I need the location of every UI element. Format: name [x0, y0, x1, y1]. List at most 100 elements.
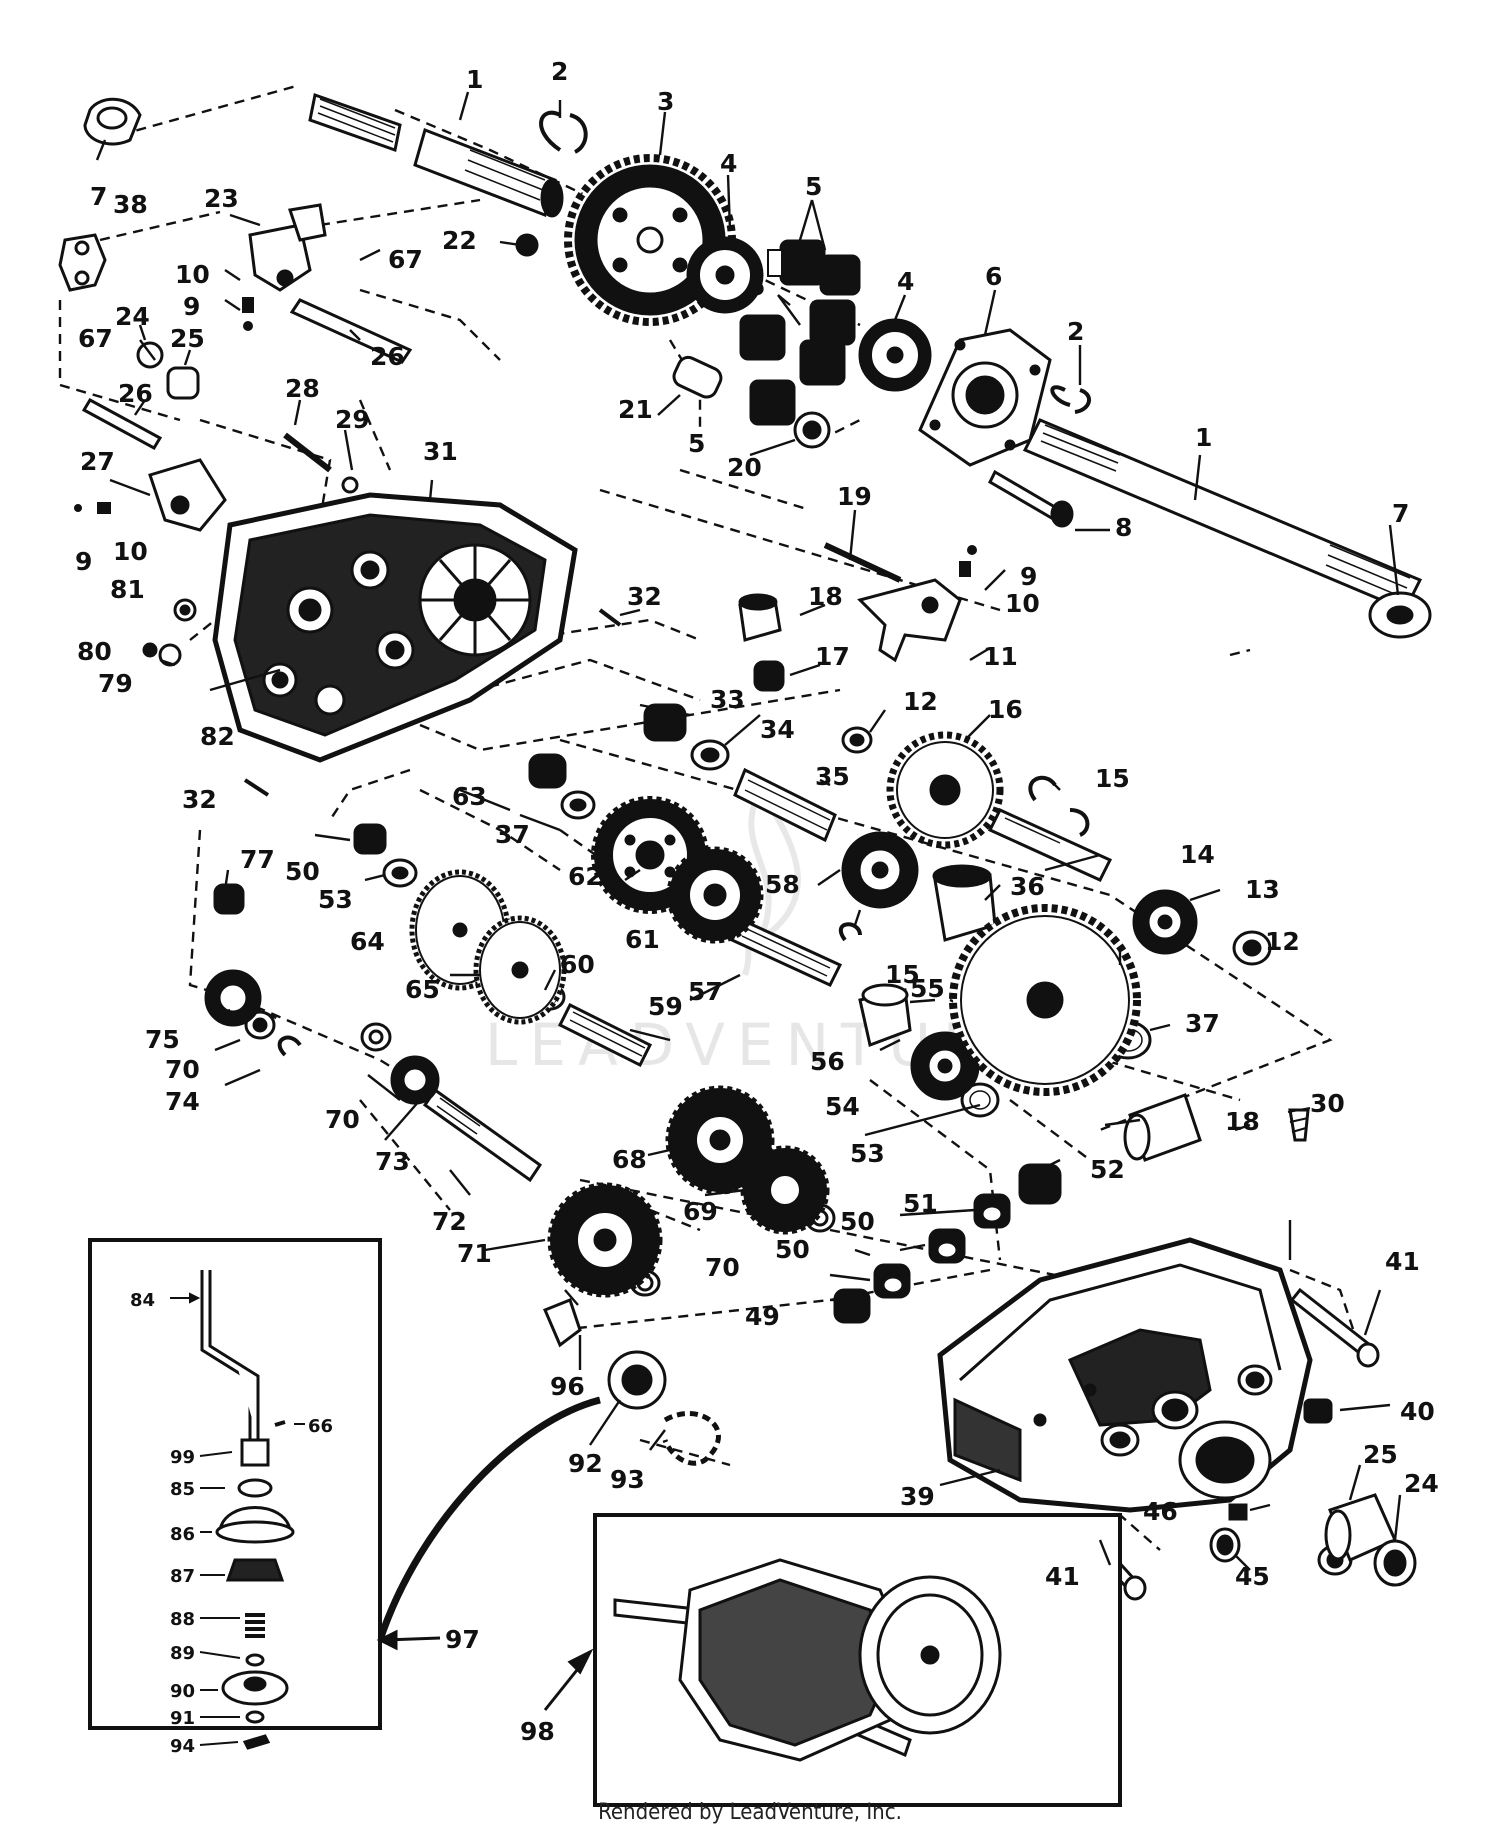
label-59: 59 [648, 992, 683, 1021]
label-4-b: 4 [897, 267, 914, 296]
label-54: 54 [825, 1092, 860, 1121]
retaining-ring-right [1050, 385, 1091, 414]
label-52: 52 [1090, 1155, 1125, 1184]
label-46: 46 [1143, 1497, 1178, 1526]
washer-45-bolt-46 [1209, 1503, 1248, 1563]
bushing-25-seal-24 [1324, 1493, 1417, 1587]
shift-lever-parts [543, 1298, 721, 1466]
label-4-a: 4 [720, 149, 737, 178]
label-13: 13 [1245, 875, 1280, 904]
gear-75-73 [204, 969, 440, 1105]
label-79: 79 [98, 669, 133, 698]
footer-credit: Rendered by LeadVenture, Inc. [598, 1800, 902, 1825]
shift-fork-11 [857, 578, 962, 663]
label-19: 19 [837, 482, 872, 511]
label-10-left: 10 [113, 537, 148, 566]
thrust-washer-left [83, 97, 142, 146]
label-74: 74 [165, 1087, 200, 1116]
gears-68-69-71 [547, 1085, 830, 1298]
label-29: 29 [335, 405, 370, 434]
label-94: 94 [170, 1736, 195, 1757]
label-3: 3 [657, 87, 674, 116]
label-32-top: 32 [627, 582, 662, 611]
label-26-left: 26 [118, 379, 153, 408]
transaxle-case-right-39 [937, 1237, 1313, 1513]
label-80: 80 [77, 637, 112, 666]
bolt-8 [988, 469, 1074, 528]
breather-30 [1287, 1107, 1311, 1142]
label-93: 93 [610, 1465, 645, 1494]
axle-shaft-left [308, 93, 564, 218]
label-53-left: 53 [318, 885, 353, 914]
label-82: 82 [200, 722, 235, 751]
label-25-left: 25 [170, 324, 205, 353]
label-11: 11 [983, 642, 1018, 671]
label-91: 91 [170, 1708, 195, 1729]
label-37-left: 37 [495, 820, 530, 849]
thrust-washer-right [1368, 591, 1432, 639]
label-15-top: 15 [1095, 764, 1130, 793]
label-20: 20 [727, 453, 762, 482]
label-39: 39 [900, 1482, 935, 1511]
pinion-gears-5 [739, 239, 861, 426]
shift-knob-assembly [200, 1270, 295, 1750]
label-9-top: 9 [183, 292, 200, 321]
label-26-top: 26 [370, 342, 405, 371]
label-36: 36 [1010, 872, 1045, 901]
label-45: 45 [1235, 1562, 1270, 1591]
label-37-right: 37 [1185, 1009, 1220, 1038]
label-60: 60 [560, 950, 595, 979]
label-99: 99 [170, 1447, 195, 1468]
label-84: 84 [130, 1290, 155, 1311]
shafts-35-14-57-59-72 [422, 767, 1113, 1183]
label-5-a: 5 [805, 172, 822, 201]
label-51: 51 [903, 1189, 938, 1218]
label-89: 89 [170, 1643, 195, 1664]
label-2-right: 2 [1067, 317, 1084, 346]
label-12-top: 12 [903, 687, 938, 716]
label-2-top: 2 [551, 57, 568, 86]
gear-61 [666, 846, 764, 944]
label-56: 56 [810, 1047, 845, 1076]
label-61: 61 [625, 925, 660, 954]
label-21: 21 [618, 395, 653, 424]
label-63: 63 [452, 782, 487, 811]
label-67-top: 67 [388, 245, 423, 274]
label-5-b: 5 [748, 272, 765, 301]
label-24-right: 24 [1404, 1469, 1439, 1498]
shift-fork-23 [248, 203, 327, 292]
washers-and-bearings [213, 703, 1272, 1297]
label-81: 81 [110, 575, 145, 604]
label-41-top: 41 [1385, 1247, 1420, 1276]
bushing-18-17 [738, 593, 1202, 1162]
label-23: 23 [204, 184, 239, 213]
label-70-mid: 70 [325, 1105, 360, 1134]
label-57: 57 [688, 977, 723, 1006]
label-40: 40 [1400, 1397, 1435, 1426]
label-73: 73 [375, 1147, 410, 1176]
label-15-mid: 15 [885, 960, 920, 989]
label-14: 14 [1180, 840, 1215, 869]
label-50-left: 50 [285, 857, 320, 886]
label-70-low: 70 [705, 1253, 740, 1282]
label-6: 6 [985, 262, 1002, 291]
label-66: 66 [308, 1416, 333, 1437]
label-7-left: 7 [90, 182, 107, 211]
label-9-left: 9 [75, 547, 92, 576]
label-35: 35 [815, 762, 850, 791]
label-50-low: 50 [775, 1235, 810, 1264]
label-38: 38 [113, 190, 148, 219]
label-32-bottom: 32 [182, 785, 217, 814]
label-28: 28 [285, 374, 320, 403]
callout-leaders [95, 91, 1402, 1571]
label-67-left: 67 [78, 324, 113, 353]
differential-cover-6 [918, 328, 1052, 467]
label-88: 88 [170, 1609, 195, 1630]
label-75: 75 [145, 1025, 180, 1054]
shift-bracket-38 [58, 233, 107, 292]
label-69: 69 [683, 1197, 718, 1226]
label-87: 87 [170, 1566, 195, 1587]
arrow-98 [543, 1648, 594, 1711]
label-10-right: 10 [1005, 589, 1040, 618]
inset-box-97 [88, 1238, 382, 1730]
